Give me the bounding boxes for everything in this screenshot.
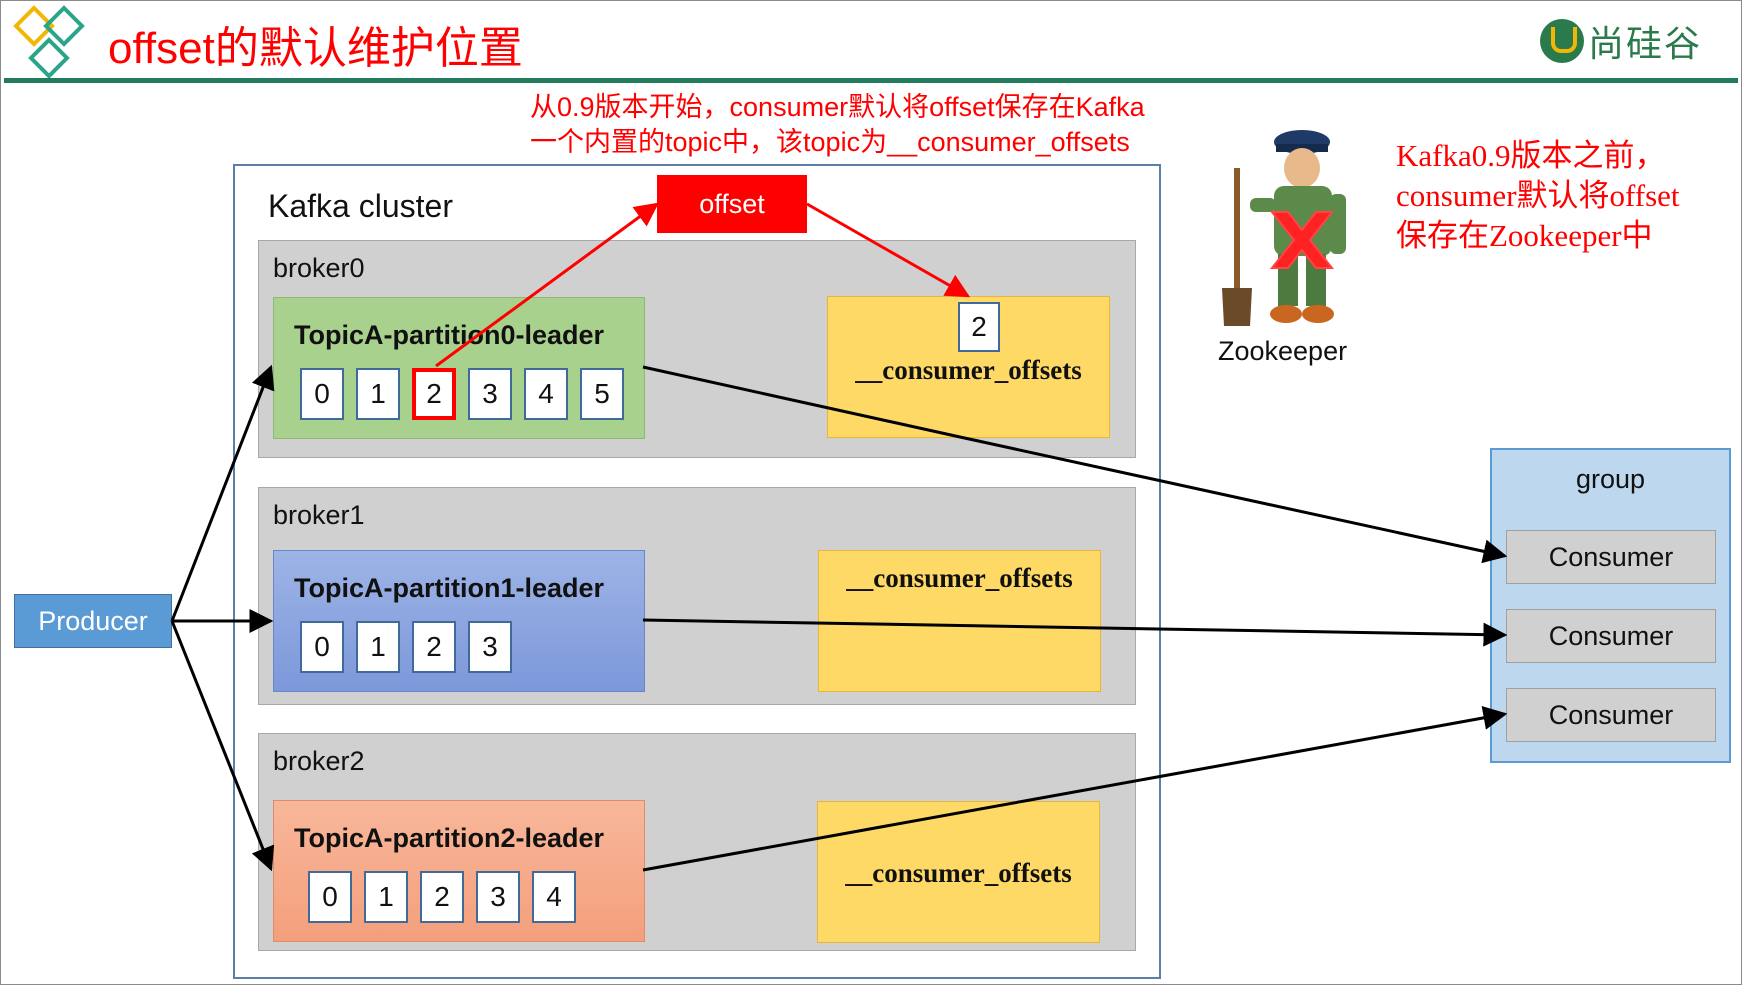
consumer-offsets-topic-2: __consumer_offsets bbox=[817, 801, 1100, 943]
offset-cell: 4 bbox=[532, 871, 576, 923]
consumer-offsets-label: __consumer_offsets bbox=[846, 563, 1073, 593]
partition-0-leader: TopicA-partition0-leader 0 1 2 3 4 5 bbox=[273, 297, 645, 439]
brand-name: 尚硅谷 bbox=[1587, 23, 1702, 64]
stored-offset-value: 2 bbox=[958, 302, 1000, 352]
offset-cell: 3 bbox=[476, 871, 520, 923]
partition-2-cells: 0 1 2 3 4 bbox=[308, 871, 588, 923]
offset-cell: 0 bbox=[300, 368, 344, 420]
red-cross-icon bbox=[1269, 211, 1335, 269]
brand-logo: 尚硅谷 bbox=[1539, 16, 1702, 66]
broker-1: broker1 TopicA-partition1-leader 0 1 2 3… bbox=[258, 487, 1136, 705]
offset-cell: 3 bbox=[468, 621, 512, 673]
brand-badge-icon bbox=[1539, 19, 1584, 63]
consumer-offsets-topic-1: __consumer_offsets bbox=[818, 550, 1101, 692]
zookeeper-label: Zookeeper bbox=[1218, 336, 1348, 366]
highlighted-offset-cell: 2 bbox=[412, 368, 456, 420]
partition-title: TopicA-partition0-leader bbox=[294, 320, 605, 350]
partition-title: TopicA-partition1-leader bbox=[294, 573, 605, 603]
offset-cell: 2 bbox=[412, 621, 456, 673]
note-right: Kafka0.9版本之前， consumer默认将offset 保存在Zooke… bbox=[1396, 136, 1680, 256]
partition-1-leader: TopicA-partition1-leader 0 1 2 3 bbox=[273, 550, 645, 692]
offset-cell: 4 bbox=[524, 368, 568, 420]
offset-cell: 0 bbox=[300, 621, 344, 673]
partition-0-cells: 0 1 2 3 4 5 bbox=[300, 368, 636, 420]
broker-2: broker2 TopicA-partition2-leader 0 1 2 3… bbox=[258, 733, 1136, 951]
broker-label: broker1 bbox=[273, 500, 365, 530]
consumer-box: Consumer bbox=[1506, 688, 1716, 742]
offset-cell: 0 bbox=[308, 871, 352, 923]
zookeeper-figure-icon bbox=[1222, 130, 1346, 326]
page-title: offset的默认维护位置 bbox=[108, 24, 523, 73]
cluster-title: Kafka cluster bbox=[268, 188, 453, 224]
note-right-line1: Kafka0.9版本之前， bbox=[1396, 138, 1666, 173]
offset-cell: 1 bbox=[356, 621, 400, 673]
offset-cell: 1 bbox=[356, 368, 400, 420]
header-divider bbox=[4, 78, 1738, 83]
partition-1-cells: 0 1 2 3 bbox=[300, 621, 524, 673]
note-top-line1: 从0.9版本开始，consumer默认将offset保存在Kafka bbox=[530, 92, 1145, 122]
note-right-line3: 保存在Zookeeper中 bbox=[1396, 218, 1653, 253]
offset-cell: 5 bbox=[580, 368, 624, 420]
consumer-box: Consumer bbox=[1506, 609, 1716, 663]
note-top-line2: 一个内置的topic中，该topic为__consumer_offsets bbox=[530, 127, 1130, 157]
offset-cell: 2 bbox=[420, 871, 464, 923]
offset-tag: offset bbox=[657, 175, 807, 233]
group-title: group bbox=[1575, 464, 1646, 494]
offset-cell: 1 bbox=[364, 871, 408, 923]
offset-cell: 3 bbox=[468, 368, 512, 420]
consumer-offsets-label: __consumer_offsets bbox=[855, 355, 1082, 385]
consumer-offsets-label: __consumer_offsets bbox=[845, 858, 1072, 888]
note-right-line2: consumer默认将offset bbox=[1396, 178, 1680, 213]
producer-box: Producer bbox=[14, 594, 172, 648]
consumer-offsets-topic-0: 2 __consumer_offsets bbox=[827, 296, 1110, 438]
consumer-group: group Consumer Consumer Consumer bbox=[1490, 448, 1731, 763]
broker-0: broker0 TopicA-partition0-leader 0 1 2 3… bbox=[258, 240, 1136, 458]
consumer-box: Consumer bbox=[1506, 530, 1716, 584]
broker-label: broker0 bbox=[273, 253, 365, 283]
partition-title: TopicA-partition2-leader bbox=[294, 823, 605, 853]
broker-label: broker2 bbox=[273, 746, 365, 776]
partition-2-leader: TopicA-partition2-leader 0 1 2 3 4 bbox=[273, 800, 645, 942]
logo-diamonds-icon bbox=[13, 5, 85, 79]
note-top: 从0.9版本开始，consumer默认将offset保存在Kafka 一个内置的… bbox=[530, 90, 1210, 160]
